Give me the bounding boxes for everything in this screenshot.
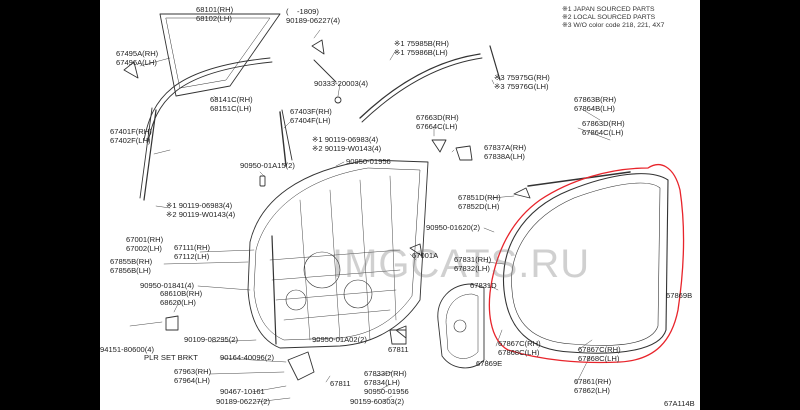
label-plr-set-brkt: PLR SET BRKT xyxy=(144,353,198,362)
door-shell-outline xyxy=(247,159,429,349)
weatherstrip-top-strip xyxy=(527,171,631,187)
label-67863d: 67863D(RH)67864C(LH) xyxy=(582,119,625,137)
door-weatherstrip xyxy=(502,173,669,354)
label-90119-b: ※1 90119-06983(4)※2 90119-W0143(4) xyxy=(166,201,236,219)
diagram-code: 67A114B xyxy=(664,399,695,408)
label-75985b: ※1 75985B(RH)※1 75986B(LH) xyxy=(394,39,449,57)
label-67811-a: 67811 xyxy=(388,345,409,354)
label-67401f: 67401F(RH)67402F(LH) xyxy=(110,127,152,145)
note-japan-sourced: ※1 JAPAN SOURCED PARTS xyxy=(562,6,655,13)
red-marker-outline xyxy=(488,164,685,364)
label-67867c-right: 67867C(RH)67868C(LH) xyxy=(578,345,621,363)
label-90189-a: ( -1809)90189-06227(4) xyxy=(286,7,341,25)
label-90159: 90159-60303(2) xyxy=(350,397,405,406)
label-90950-01841: 90950-01841(4) xyxy=(140,281,195,290)
clip-pin xyxy=(313,59,337,83)
label-67963: 67963(RH)67964(LH) xyxy=(174,367,212,385)
label-67863b: 67863B(RH)67864B(LH) xyxy=(574,95,617,113)
label-90950-01956-b: 90950-01956 xyxy=(364,387,409,396)
label-67831: 67831(RH)67832(LH) xyxy=(454,255,492,273)
note-wo-color: ※3 W/O color code 218, 221, 4X7 xyxy=(562,22,665,29)
lock-striker xyxy=(455,145,473,161)
frame-moulding-rear xyxy=(489,45,501,81)
glass-run-channel-front xyxy=(143,57,271,141)
belt-moulding-outer xyxy=(359,53,481,119)
label-67111: 67111(RH)67112(LH) xyxy=(174,243,211,261)
run-channel-strip xyxy=(143,109,157,201)
parts-diagram-sheet: ※1 JAPAN SOURCED PARTS ※2 LOCAL SOURCED … xyxy=(100,0,700,410)
label-67867c-left: 67867C(RH)67868C(LH) xyxy=(498,339,541,357)
label-90950-01a15: 90950-01A15(2) xyxy=(240,161,295,170)
label-90950-01a02: 90950-01A02(2) xyxy=(312,335,367,344)
bracket-piece xyxy=(431,139,447,153)
label-67495a: 67495A(RH)67496A(LH) xyxy=(116,49,159,67)
label-68610b: 68610B(RH)68620(LH) xyxy=(160,289,203,307)
label-90189-b: 90189-06227(2) xyxy=(216,397,271,406)
label-90950-01956-a: 90950-01956 xyxy=(346,157,391,166)
corner-piece xyxy=(123,61,139,79)
small-bracket-a xyxy=(311,39,325,55)
label-90950-01620: 90950-01620(2) xyxy=(426,223,481,232)
door-glass-shape xyxy=(159,13,281,97)
watermark: IMGCATS.RU xyxy=(332,242,591,286)
label-67855b: 67855B(RH)67856B(LH) xyxy=(110,257,153,275)
door-glass-inner xyxy=(165,17,271,89)
door-parts-exploded-diagram xyxy=(123,13,685,403)
label-67837a: 67837A(RH)67838A(LH) xyxy=(484,143,527,161)
label-94151: 94151-80600(4) xyxy=(100,345,155,354)
label-67811-b: 67811 xyxy=(330,379,351,388)
label-90119-a: ※1 90119-06983(4)※2 90119-W0143(4) xyxy=(312,135,382,153)
label-90164: 90164-40096(2) xyxy=(220,353,275,362)
label-67869e: 67869E xyxy=(476,359,503,368)
hinge-parts xyxy=(287,351,315,381)
label-67869b: 67869B xyxy=(666,291,693,300)
label-90467: 90467-10161 xyxy=(220,387,265,396)
label-68141c: 68141C(RH)68151C(LH) xyxy=(210,95,253,113)
label-90109: 90109-08295(2) xyxy=(184,335,239,344)
label-67831d: 67831D xyxy=(470,281,497,290)
label-67403f: 67403F(RH)67404F(LH) xyxy=(290,107,332,125)
service-hole-cover xyxy=(437,283,485,369)
label-67001: 67001(RH)67002(LH) xyxy=(126,235,164,253)
label-67663d: 67663D(RH)67664C(LH) xyxy=(416,113,459,131)
label-67851d: 67851D(RH)67852D(LH) xyxy=(458,193,501,211)
label-75975g: ※3 75975G(RH)※3 75976G(LH) xyxy=(494,73,550,91)
label-67833d: 67833D(RH)67834(LH) xyxy=(364,369,407,387)
label-67001a: 67001A xyxy=(412,251,439,260)
label-68101: 68101(RH)68102(LH) xyxy=(196,5,234,23)
label-67861: 67861(RH)67862(LH) xyxy=(574,377,612,395)
note-local-sourced: ※2 LOCAL SOURCED PARTS xyxy=(562,14,656,21)
label-90333: 90333-20003(4) xyxy=(314,79,369,88)
